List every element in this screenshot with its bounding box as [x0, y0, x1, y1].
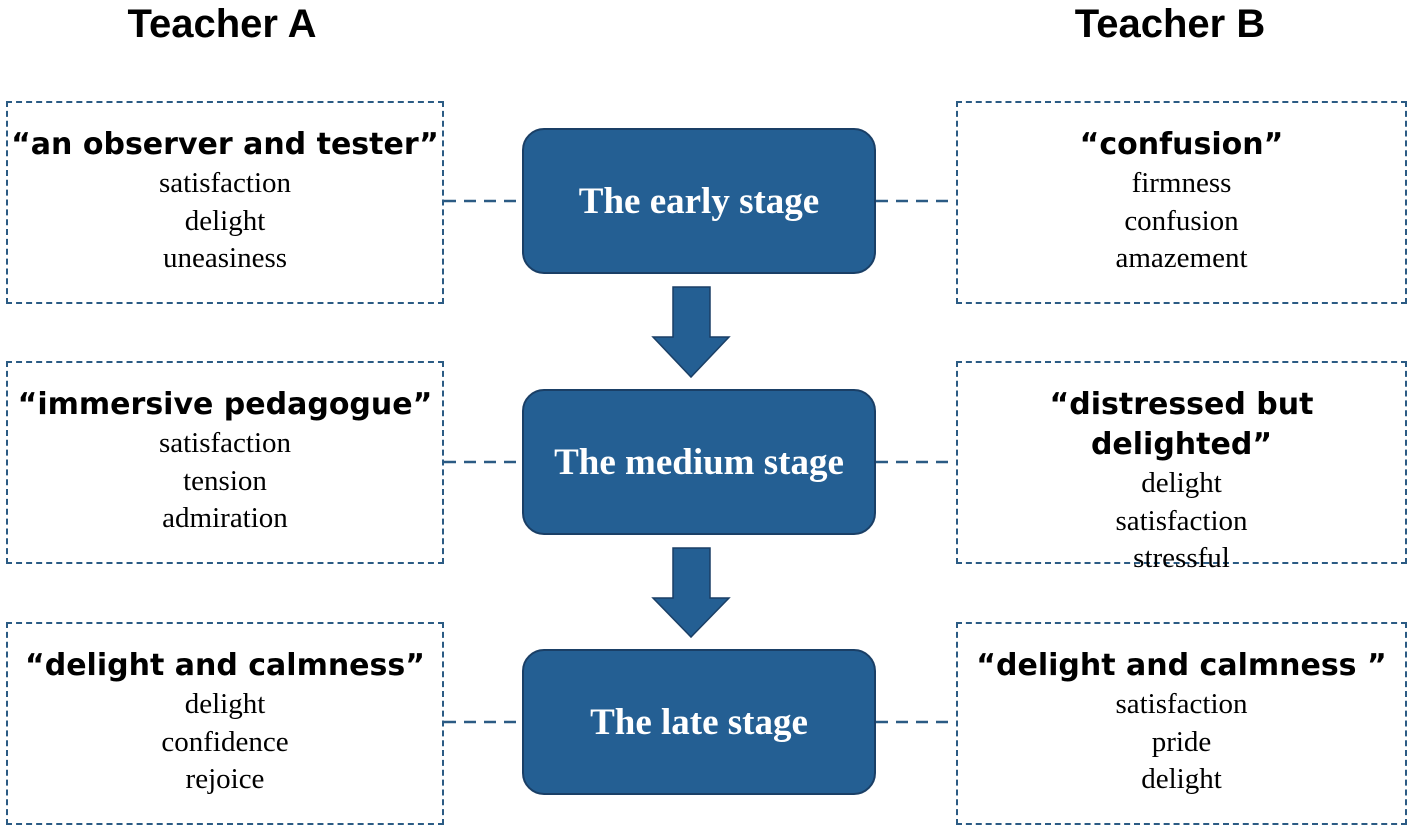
teacher-a-early-title: “an observer and tester”: [11, 127, 439, 162]
stage-late: The late stage: [522, 649, 876, 795]
teacher-b-header: Teacher B: [1074, 2, 1266, 46]
teacher-b-medium-title: “distressed but delighted”: [1049, 387, 1314, 462]
emotion-item: admiration: [162, 502, 288, 534]
emotion-item: stressful: [1133, 542, 1230, 574]
teacher-b-early-box: “confusion” firmness confusion amazement: [956, 101, 1407, 304]
teacher-a-late-title: “delight and calmness”: [25, 648, 425, 683]
emotion-item: delight: [1141, 467, 1222, 499]
stage-medium-label: The medium stage: [554, 441, 844, 483]
teacher-a-medium-box: “immersive pedagogue” satisfaction tensi…: [6, 361, 444, 564]
stage-early: The early stage: [522, 128, 876, 274]
stage-medium: The medium stage: [522, 389, 876, 535]
stage-early-label: The early stage: [578, 180, 820, 222]
emotion-item: confusion: [1124, 204, 1239, 237]
teacher-a-header: Teacher A: [127, 2, 317, 46]
teacher-a-medium-title: “immersive pedagogue”: [17, 387, 433, 422]
down-arrow-icon: [651, 547, 731, 639]
emotion-item: pride: [1151, 725, 1212, 758]
emotion-item: rejoice: [185, 763, 265, 795]
emotion-item: delight: [184, 204, 266, 237]
teacher-b-late-title: “delight and calmness ”: [976, 648, 1387, 683]
down-arrow-icon: [651, 286, 731, 379]
emotion-item: firmness: [1131, 167, 1232, 199]
teacher-a-late-box: “delight and calmness” delight confidenc…: [6, 622, 444, 825]
teacher-b-early-title: “confusion”: [1079, 127, 1284, 162]
teacher-a-early-box: “an observer and tester” satisfaction de…: [6, 101, 444, 304]
emotion-item: uneasiness: [162, 242, 288, 274]
emotion-item: satisfaction: [158, 167, 292, 199]
emotion-item: satisfaction: [158, 427, 292, 459]
teacher-b-medium-box: “distressed but delighted” delight satis…: [956, 361, 1407, 574]
emotion-item: tension: [183, 464, 267, 497]
emotion-item: delight: [1141, 763, 1222, 795]
emotion-item: amazement: [1115, 242, 1248, 274]
emotion-item: satisfaction: [1115, 688, 1248, 720]
stage-late-label: The late stage: [590, 701, 808, 743]
emotion-item: confidence: [161, 725, 289, 758]
emotion-item: delight: [184, 688, 266, 720]
emotion-item: satisfaction: [1115, 504, 1248, 537]
teacher-b-late-box: “delight and calmness ” satisfaction pri…: [956, 622, 1407, 825]
